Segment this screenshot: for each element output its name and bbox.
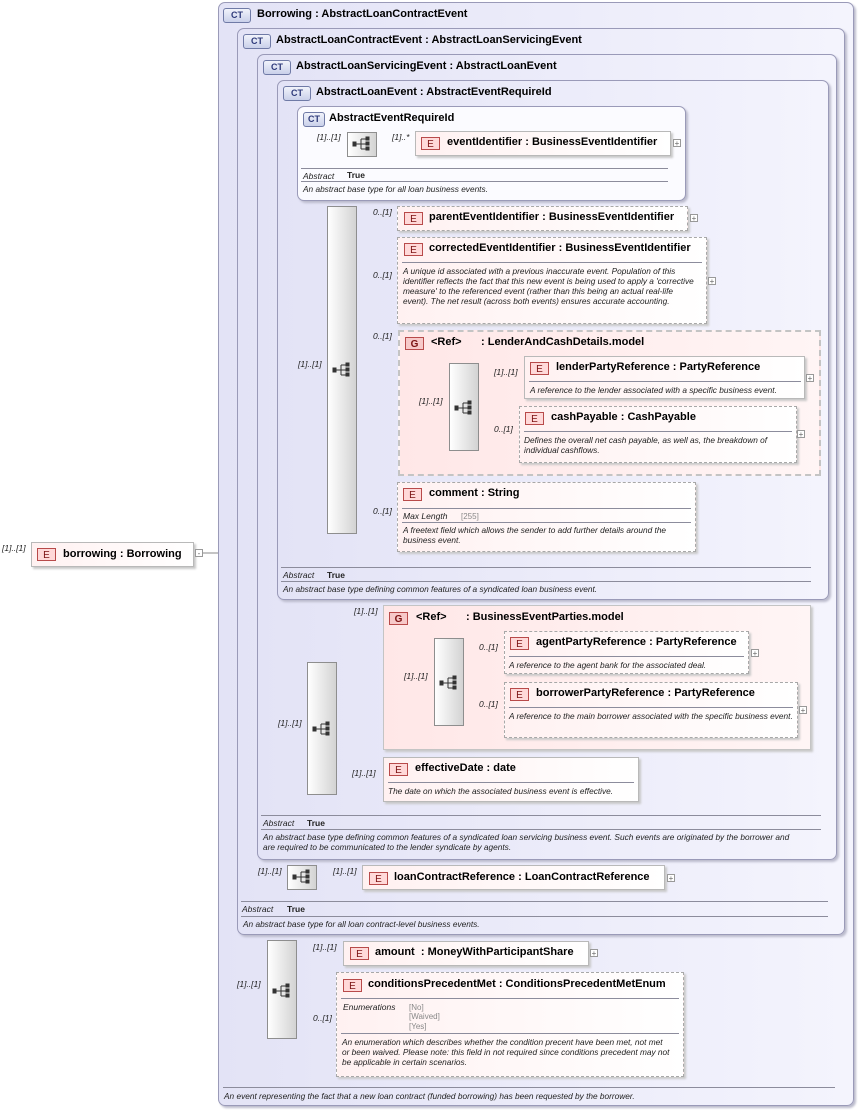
sequence-icon bbox=[292, 869, 310, 884]
root-cardinality: [1]..[1] bbox=[2, 543, 26, 553]
expand-icon[interactable]: + bbox=[708, 277, 716, 286]
element-agent-party-reference[interactable]: E agentPartyReference : PartyReference A… bbox=[504, 631, 749, 674]
element-icon: E bbox=[37, 548, 56, 561]
element-name: amount : MoneyWithParticipantShare bbox=[375, 946, 574, 958]
expand-icon[interactable]: + bbox=[590, 949, 598, 958]
group-icon: G bbox=[389, 612, 408, 625]
group-name: : LenderAndCashDetails.model bbox=[481, 336, 645, 348]
element-corrected-event-identifier[interactable]: E correctedEventIdentifier : BusinessEve… bbox=[397, 237, 707, 324]
element-icon: E bbox=[525, 412, 544, 425]
element-name: agentPartyReference : PartyReference bbox=[536, 636, 737, 648]
complex-type-title: AbstractEventRequireId bbox=[329, 112, 455, 124]
documentation: A reference to the lender associated wit… bbox=[530, 385, 777, 395]
complex-type-title: AbstractLoanEvent : AbstractEventRequire… bbox=[316, 86, 552, 98]
complex-type-icon: CT bbox=[243, 34, 271, 49]
documentation: A freetext field which allows the sender… bbox=[403, 525, 667, 545]
documentation: An enumeration which describes whether t… bbox=[342, 1037, 670, 1067]
sequence-compositor[interactable] bbox=[327, 206, 357, 534]
element-amount[interactable]: E amount : MoneyWithParticipantShare bbox=[343, 941, 589, 966]
documentation: An abstract base type for all loan contr… bbox=[243, 919, 480, 929]
element-name: borrowing : Borrowing bbox=[63, 548, 182, 560]
sequence-icon bbox=[454, 400, 472, 415]
sequence-icon bbox=[439, 675, 457, 690]
element-event-identifier[interactable]: E eventIdentifier : BusinessEventIdentif… bbox=[415, 131, 671, 156]
element-icon: E bbox=[350, 947, 369, 960]
element-effective-date[interactable]: E effectiveDate : date The date on which… bbox=[383, 757, 639, 802]
complex-type-icon: CT bbox=[303, 112, 325, 127]
element-icon: E bbox=[510, 637, 529, 650]
complex-type-icon: CT bbox=[283, 86, 311, 101]
expand-icon[interactable]: + bbox=[799, 706, 807, 715]
element-name: eventIdentifier : BusinessEventIdentifie… bbox=[447, 136, 658, 148]
element-icon: E bbox=[369, 872, 388, 885]
sequence-icon bbox=[352, 136, 370, 151]
complex-type-icon: CT bbox=[223, 8, 251, 23]
sequence-icon bbox=[272, 983, 290, 998]
sequence-icon bbox=[312, 721, 330, 736]
expand-icon[interactable]: + bbox=[806, 374, 814, 383]
documentation: The date on which the associated busines… bbox=[388, 786, 614, 796]
group-ref-label: <Ref> bbox=[431, 336, 462, 348]
sequence-compositor[interactable] bbox=[347, 132, 377, 157]
element-name: loanContractReference : LoanContractRefe… bbox=[394, 871, 650, 883]
expand-icon[interactable]: + bbox=[751, 649, 759, 658]
element-icon: E bbox=[530, 362, 549, 375]
element-name: borrowerPartyReference : PartyReference bbox=[536, 687, 755, 699]
element-name: comment : String bbox=[429, 487, 520, 499]
element-loan-contract-reference[interactable]: E loanContractReference : LoanContractRe… bbox=[362, 865, 665, 890]
element-borrower-party-reference[interactable]: E borrowerPartyReference : PartyReferenc… bbox=[504, 682, 798, 738]
group-name: : BusinessEventParties.model bbox=[466, 611, 624, 623]
expand-icon[interactable]: + bbox=[797, 430, 805, 439]
documentation: Defines the overall net cash payable, as… bbox=[524, 435, 768, 455]
documentation: A reference to the main borrower associa… bbox=[509, 711, 793, 721]
element-name: conditionsPrecedentMet : ConditionsPrece… bbox=[368, 978, 666, 990]
element-cash-payable[interactable]: E cashPayable : CashPayable Defines the … bbox=[519, 406, 797, 463]
complex-type-title: AbstractLoanContractEvent : AbstractLoan… bbox=[276, 34, 582, 46]
expand-icon[interactable]: + bbox=[667, 874, 675, 883]
complex-type-title: Borrowing : AbstractLoanContractEvent bbox=[257, 8, 468, 20]
documentation: An abstract base type for all loan busin… bbox=[303, 184, 488, 194]
documentation: A reference to the agent bank for the as… bbox=[509, 660, 707, 670]
sequence-compositor[interactable] bbox=[449, 363, 479, 451]
element-name: effectiveDate : date bbox=[415, 762, 516, 774]
element-comment[interactable]: E comment : String Max Length [255] A fr… bbox=[397, 482, 696, 552]
expand-icon[interactable]: + bbox=[673, 139, 681, 148]
complex-type-icon: CT bbox=[263, 60, 291, 75]
element-name: cashPayable : CashPayable bbox=[551, 411, 696, 423]
sequence-compositor[interactable] bbox=[287, 865, 317, 890]
element-icon: E bbox=[403, 488, 422, 501]
root-element-borrowing[interactable]: E borrowing : Borrowing bbox=[31, 542, 194, 567]
element-icon: E bbox=[421, 137, 440, 150]
sequence-compositor[interactable] bbox=[434, 638, 464, 726]
sequence-icon bbox=[332, 362, 350, 377]
element-name: correctedEventIdentifier : BusinessEvent… bbox=[429, 242, 691, 254]
collapse-icon[interactable]: - bbox=[195, 549, 203, 558]
element-icon: E bbox=[404, 212, 423, 225]
sequence-compositor[interactable] bbox=[307, 662, 337, 795]
documentation: An event representing the fact that a ne… bbox=[224, 1091, 635, 1101]
sequence-compositor[interactable] bbox=[267, 940, 297, 1039]
group-icon: G bbox=[405, 337, 424, 350]
element-conditions-precedent-met[interactable]: E conditionsPrecedentMet : ConditionsPre… bbox=[336, 972, 684, 1077]
element-name: parentEventIdentifier : BusinessEventIde… bbox=[429, 211, 675, 223]
element-icon: E bbox=[510, 688, 529, 701]
documentation: An abstract base type defining common fe… bbox=[283, 584, 598, 594]
element-icon: E bbox=[389, 763, 408, 776]
element-icon: E bbox=[343, 979, 362, 992]
element-icon: E bbox=[404, 243, 423, 256]
complex-type-title: AbstractLoanServicingEvent : AbstractLoa… bbox=[296, 60, 557, 72]
documentation: An abstract base type defining common fe… bbox=[263, 832, 790, 852]
group-ref-label: <Ref> bbox=[416, 611, 447, 623]
element-parent-event-identifier[interactable]: E parentEventIdentifier : BusinessEventI… bbox=[397, 206, 688, 231]
expand-icon[interactable]: + bbox=[690, 214, 698, 223]
documentation: A unique id associated with a previous i… bbox=[403, 266, 694, 306]
element-lender-party-reference[interactable]: E lenderPartyReference : PartyReference … bbox=[524, 356, 805, 399]
element-name: lenderPartyReference : PartyReference bbox=[556, 361, 761, 373]
